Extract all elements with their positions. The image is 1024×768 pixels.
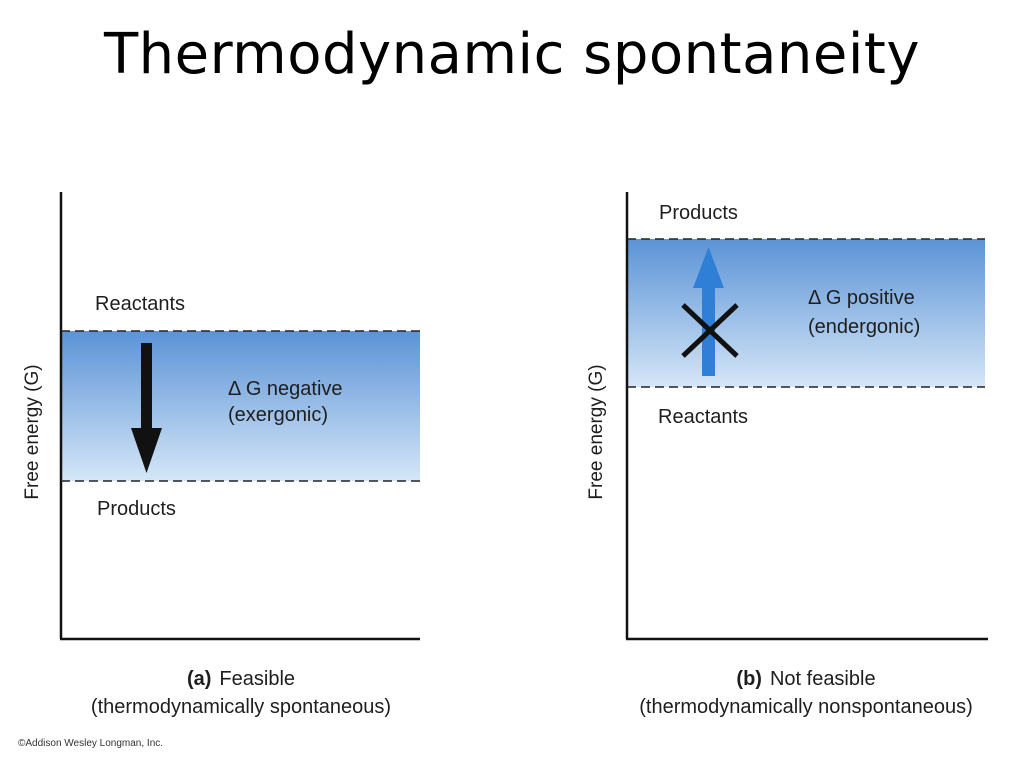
delta-g-band-b [627, 239, 985, 387]
delta-g-label-a-line2: (exergonic) [228, 404, 328, 426]
caption-b-line2: (thermodynamically nonspontaneous) [639, 696, 973, 718]
delta-g-label-b-line2: (endergonic) [808, 316, 920, 338]
cross-x-icon [681, 303, 739, 358]
slide-title: Thermodynamic spontaneity [103, 22, 921, 87]
caption-a-letter: (a) [187, 668, 211, 690]
down-arrow-icon [131, 343, 162, 473]
copyright-notice: ©Addison Wesley Longman, Inc. [18, 738, 164, 749]
y-axis-label-a: Free energy (G) [22, 364, 43, 499]
caption-b-word: Not feasible [770, 668, 876, 690]
y-axis-label-b: Free energy (G) [586, 364, 607, 499]
panel-a: Reactants Products Δ G negative (exergon… [22, 192, 420, 718]
caption-b-line1: (b) Not feasible [736, 668, 875, 690]
delta-g-band-a [61, 331, 420, 481]
panel-b: Products Reactants Δ G positive (endergo… [586, 192, 988, 718]
upper-level-label-b: Products [659, 202, 738, 224]
delta-g-label-b-line1: Δ G positive [808, 287, 915, 309]
upper-level-label-a: Reactants [95, 293, 185, 315]
caption-a-line1: (a) Feasible [187, 668, 295, 690]
lower-level-label-a: Products [97, 498, 176, 520]
caption-a-line2: (thermodynamically spontaneous) [91, 696, 391, 718]
delta-g-label-a-line1: Δ G negative [228, 378, 343, 400]
caption-b-letter: (b) [736, 668, 762, 690]
caption-a-word: Feasible [219, 668, 295, 690]
lower-level-label-b: Reactants [658, 406, 748, 428]
